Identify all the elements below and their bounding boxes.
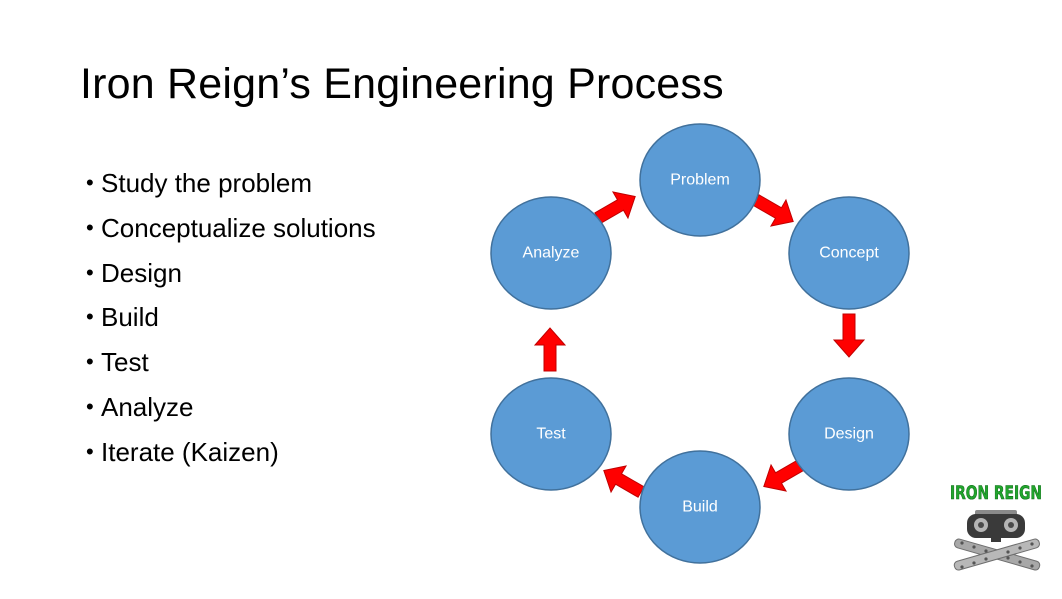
cycle-node-concept: Concept	[788, 196, 910, 310]
bullet-text: Conceptualize solutions	[101, 212, 376, 243]
bullet-item: • Test	[86, 345, 376, 390]
bullet-text: Study the problem	[101, 168, 313, 198]
robot-head-icon	[967, 510, 1025, 542]
bullet-dot: •	[86, 393, 94, 419]
node-circle	[788, 196, 910, 310]
logo-text: IRON REIGN	[950, 482, 1042, 504]
node-label-build: Build	[682, 499, 718, 516]
cycle-node-build: Build	[639, 450, 761, 564]
cycle-node-design: Design	[788, 377, 910, 491]
arrow-concept-to-design	[833, 313, 865, 358]
bullet-list: • Study the problem • Conceptualize soluti…	[86, 166, 376, 480]
arrow-test-to-analyze	[534, 327, 566, 372]
bullet-text: Analyze	[101, 391, 194, 422]
bullet-dot: •	[86, 214, 94, 240]
bullet-text: Design	[101, 257, 182, 288]
node-circle	[639, 123, 761, 237]
node-circle	[490, 377, 612, 491]
slide-title: Iron Reign’s Engineering Process	[80, 60, 724, 108]
node-label-concept: Concept	[819, 245, 879, 262]
node-circle	[788, 377, 910, 491]
cycle-node-test: Test	[490, 377, 612, 491]
bullet-text: Iterate (Kaizen)	[101, 436, 279, 467]
cycle-node-problem: Problem	[639, 123, 761, 237]
node-circle	[639, 450, 761, 564]
bullet-item: • Iterate (Kaizen)	[86, 435, 376, 480]
crossed-beams-icon	[953, 538, 1041, 571]
bullet-dot: •	[86, 304, 94, 330]
node-label-analyze: Analyze	[523, 245, 580, 262]
bullet-dot: •	[86, 259, 94, 285]
node-circle	[490, 196, 612, 310]
bullet-item: • Analyze	[86, 390, 376, 435]
bullet-dot: •	[86, 170, 94, 195]
node-label-design: Design	[824, 426, 874, 443]
iron-reign-logo: IRON REIGN	[950, 482, 1042, 571]
bullet-text: Test	[101, 347, 149, 378]
node-label-problem: Problem	[670, 172, 730, 189]
node-label-test: Test	[536, 426, 566, 443]
bullet-item: • Design	[86, 256, 376, 301]
bullet-dot: •	[86, 438, 94, 464]
bullet-text: Build	[101, 302, 159, 333]
bullet-item: • Build	[86, 300, 376, 345]
bullet-dot: •	[86, 349, 94, 375]
cycle-node-analyze: Analyze	[490, 196, 612, 310]
bullet-item: • Conceptualize solutions	[86, 211, 376, 256]
bullet-item: • Study the problem	[86, 166, 376, 211]
